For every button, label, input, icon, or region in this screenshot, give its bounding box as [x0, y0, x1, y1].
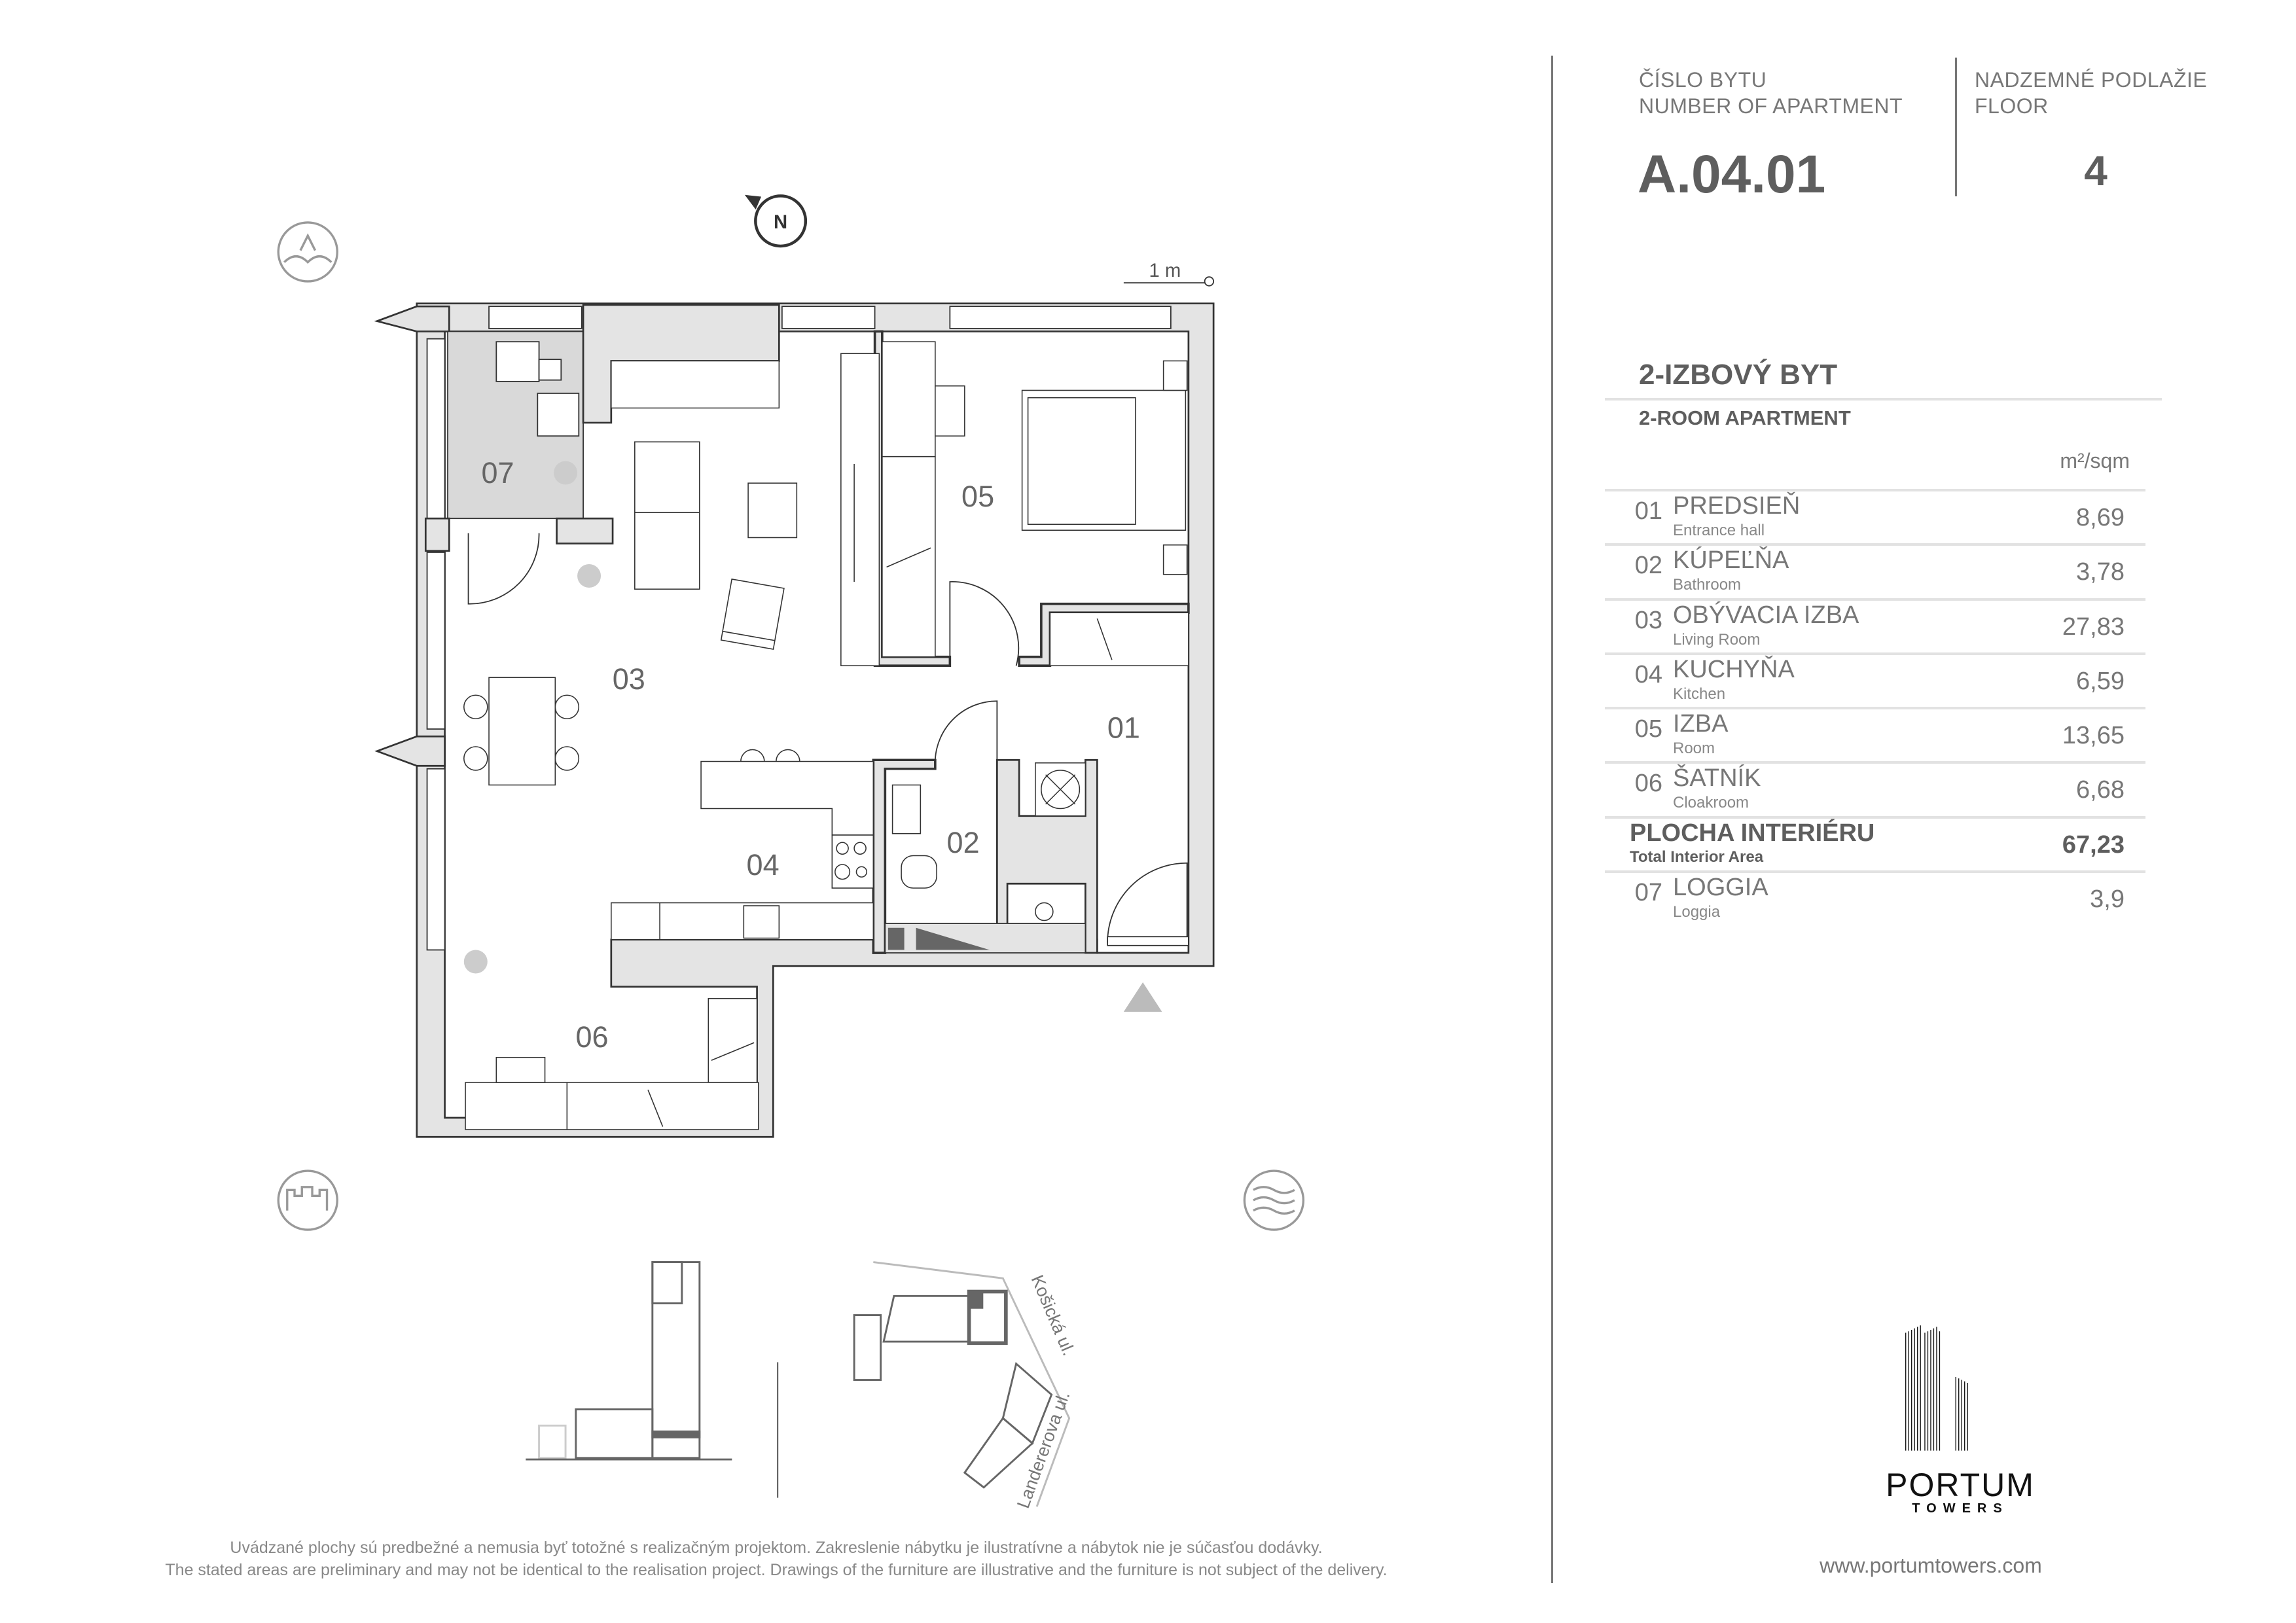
room-label-05: 05	[961, 480, 994, 513]
windows	[426, 306, 1172, 951]
balcony-edge	[374, 305, 450, 332]
floor-label-sk: NADZEMNÉ PODLAŽIE	[1975, 68, 2208, 92]
brand-sub: TOWERS	[1912, 1501, 2009, 1516]
floor-label: NADZEMNÉ PODLAŽIE FLOOR	[1975, 67, 2207, 119]
street-label-landererova: Landererova ul.	[1013, 1389, 1073, 1511]
vertical-divider	[1551, 56, 1553, 1583]
room-label-06: 06	[576, 1020, 609, 1054]
apartment-number-label: ČÍSLO BYTU NUMBER OF APARTMENT	[1639, 67, 1903, 119]
header-divider	[1955, 58, 1957, 196]
entrance-arrow-icon	[1123, 982, 1162, 1012]
room-label-01: 01	[1107, 711, 1140, 744]
apartment-type-sk: 2-IZBOVÝ BYT	[1639, 359, 1838, 391]
brand-name: PORTUM	[1886, 1467, 2035, 1503]
north-compass-icon: N	[744, 194, 808, 248]
room-label-04: 04	[747, 848, 780, 882]
floor-number: 4	[2084, 147, 2108, 194]
svg-text:N: N	[774, 212, 787, 233]
unit-label: m²/sqm	[2060, 449, 2130, 473]
plant-icons	[463, 461, 601, 974]
apartment-type-en: 2-ROOM APARTMENT	[1639, 406, 1851, 429]
website-link[interactable]: www.portumtowers.com	[1820, 1554, 2042, 1577]
apartment-number: A.04.01	[1638, 145, 1826, 204]
doors[interactable]	[467, 533, 1189, 946]
water-view-icon	[1243, 1169, 1305, 1231]
site-plan: Košická ul. Landererova ul.	[853, 1261, 1079, 1511]
apartment-label-en: NUMBER OF APARTMENT	[1639, 94, 1903, 118]
room-label-07: 07	[482, 456, 514, 490]
disclaimer-en: The stated areas are preliminary and may…	[165, 1561, 1388, 1579]
floor-label-en: FLOOR	[1975, 94, 2049, 118]
room-label-02: 02	[947, 826, 980, 859]
svg-text:1 m: 1 m	[1149, 260, 1181, 281]
scale-bar: 1 m	[1123, 260, 1215, 287]
apartment-label-sk: ČÍSLO BYTU	[1639, 68, 1767, 92]
disclaimer-sk: Uvádzané plochy sú predbežné a nemusia b…	[230, 1539, 1323, 1557]
balcony-edge	[374, 735, 446, 767]
furniture	[463, 341, 1189, 1130]
mountain-view-icon	[277, 221, 338, 283]
building-elevation	[526, 1261, 732, 1461]
city-view-icon	[277, 1169, 338, 1231]
portum-towers-logo	[1905, 1325, 1968, 1451]
room-label-03: 03	[613, 662, 645, 696]
divider	[1605, 398, 2162, 401]
